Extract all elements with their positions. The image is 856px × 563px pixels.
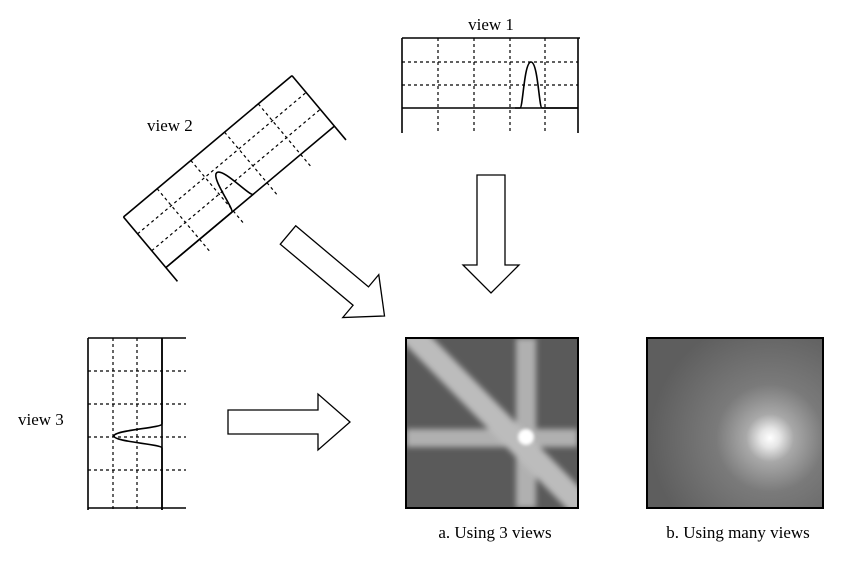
view1-label: view 1 bbox=[468, 15, 514, 34]
view1-peak bbox=[515, 61, 578, 109]
view1-projection: view 1 bbox=[401, 15, 580, 133]
arrow-diagonal-icon bbox=[279, 224, 386, 319]
reconstruction-3-views: a. Using 3 views bbox=[405, 337, 579, 542]
view2-label: view 2 bbox=[147, 116, 193, 135]
reconstruction-many-views: b. Using many views bbox=[646, 337, 824, 542]
view1-grid bbox=[401, 37, 580, 133]
caption-b: b. Using many views bbox=[666, 523, 810, 542]
arrow-down-icon bbox=[461, 174, 521, 294]
view3-projection: view 3 bbox=[18, 337, 186, 510]
view2-peak bbox=[165, 171, 254, 269]
caption-a: a. Using 3 views bbox=[438, 523, 551, 542]
arrow-right-icon bbox=[227, 392, 351, 452]
view3-peak bbox=[113, 338, 163, 510]
view3-grid bbox=[87, 337, 186, 510]
view3-label: view 3 bbox=[18, 410, 64, 429]
